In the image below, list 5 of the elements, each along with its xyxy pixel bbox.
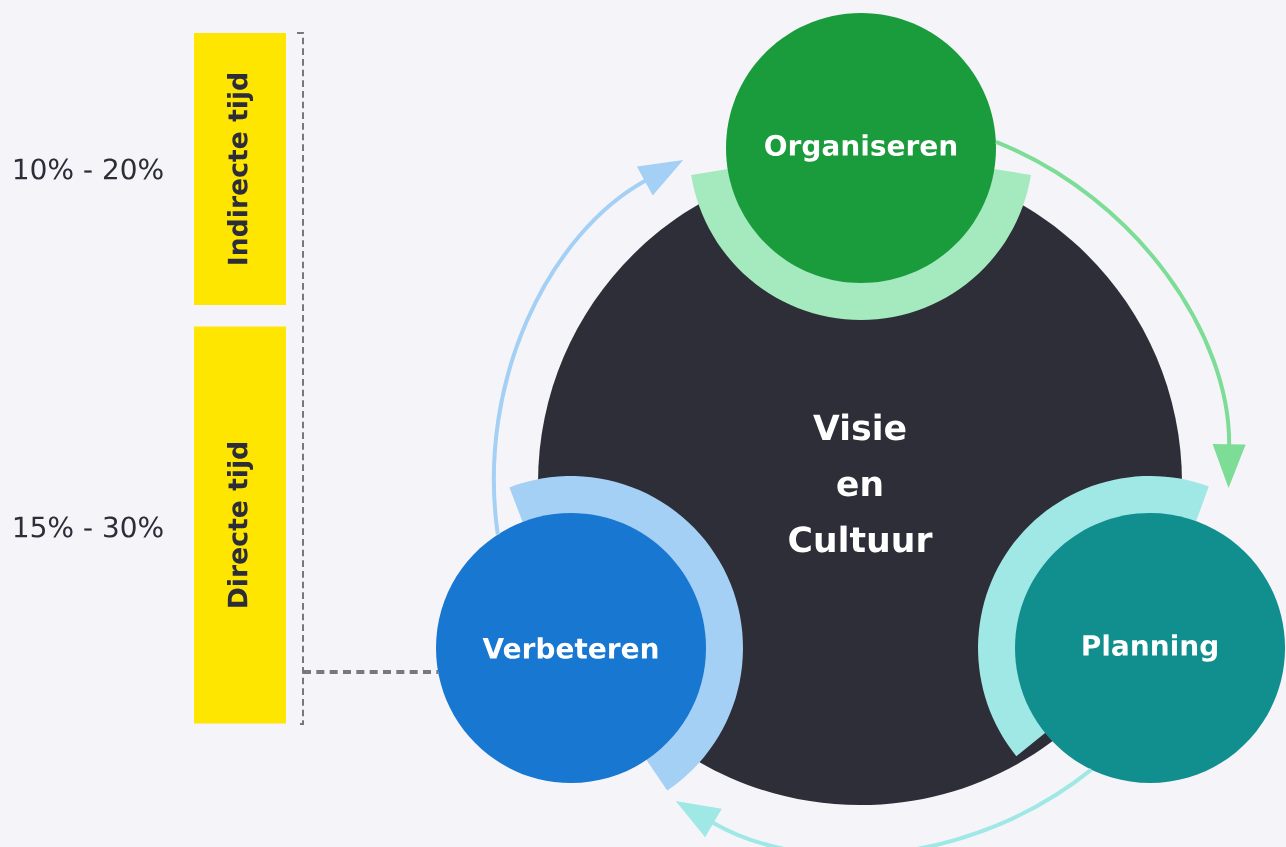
percent-label: 10% - 20% — [14, 158, 163, 180]
label-box: Directe tijd — [194, 326, 286, 724]
label-box: Indirecte tijd — [194, 33, 286, 305]
percent-label: 15% - 30% — [14, 516, 163, 538]
connector-line — [303, 670, 439, 674]
